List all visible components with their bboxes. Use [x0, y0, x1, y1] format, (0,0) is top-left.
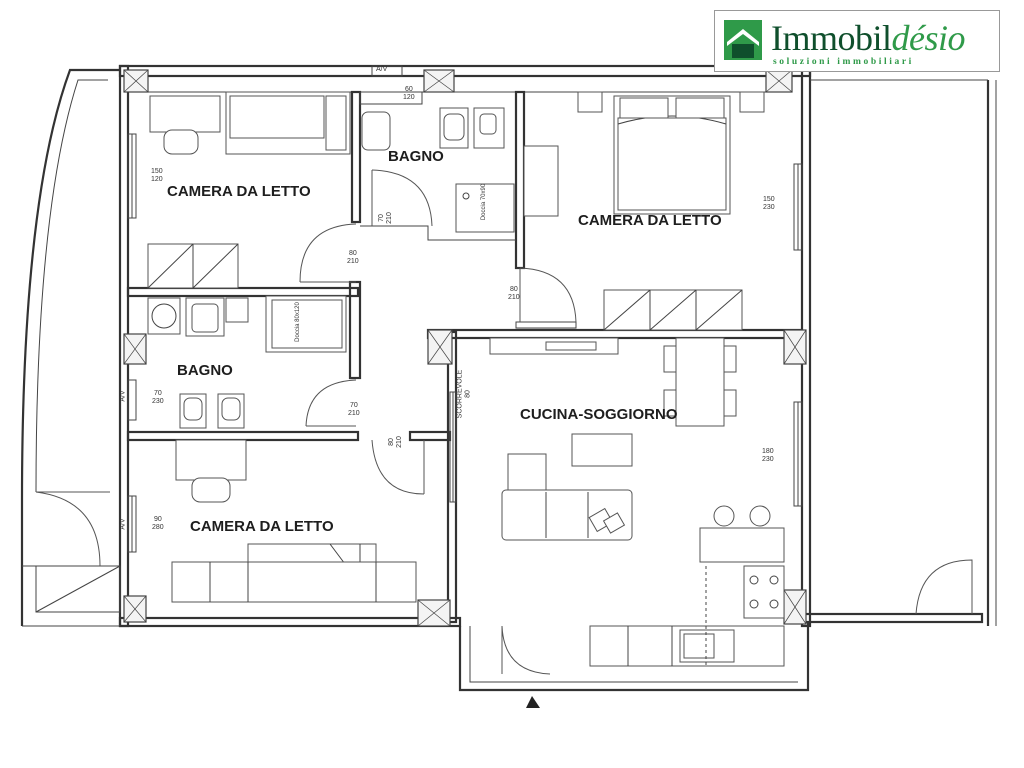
structural-columns [123, 69, 807, 627]
window-tag-left-low: A/V [119, 518, 127, 530]
balcony-right [810, 79, 997, 626]
label-shower-1: Doccia 70x90 [481, 183, 488, 221]
brand-name: Immobildésio [771, 18, 965, 58]
balcony-left [20, 68, 121, 627]
room-label-bedroom-2: CAMERA DA LETTO [578, 212, 722, 229]
room-label-bedroom-1: CAMERA DA LETTO [167, 183, 311, 200]
room-label-bathroom-1: BAGNO [388, 148, 444, 165]
bathroom-2-fixtures [147, 295, 347, 429]
bedroom-1-furniture [147, 91, 351, 289]
label-shower-2: Doccia 80x120 [294, 302, 301, 342]
bedroom-3-furniture [171, 439, 417, 603]
house-logo-icon [724, 20, 762, 60]
room-label-bathroom-2: BAGNO [177, 362, 233, 379]
brand-logo: Immobildésio soluzioni immobiliari [714, 10, 1000, 72]
brand-tagline: soluzioni immobiliari [773, 57, 914, 67]
window-tag-top: A/V [376, 66, 388, 73]
kitchen-living-furniture [489, 337, 785, 667]
doors [299, 169, 577, 708]
window-tag-left-mid: A/V [119, 390, 127, 402]
bathroom-1-fixtures [361, 107, 515, 233]
bedroom-2-furniture [523, 91, 765, 331]
windows [127, 65, 803, 553]
room-label-kitchen-living: CUCINA-SOGGIORNO [520, 406, 678, 423]
room-label-bedroom-3: CAMERA DA LETTO [190, 518, 334, 535]
